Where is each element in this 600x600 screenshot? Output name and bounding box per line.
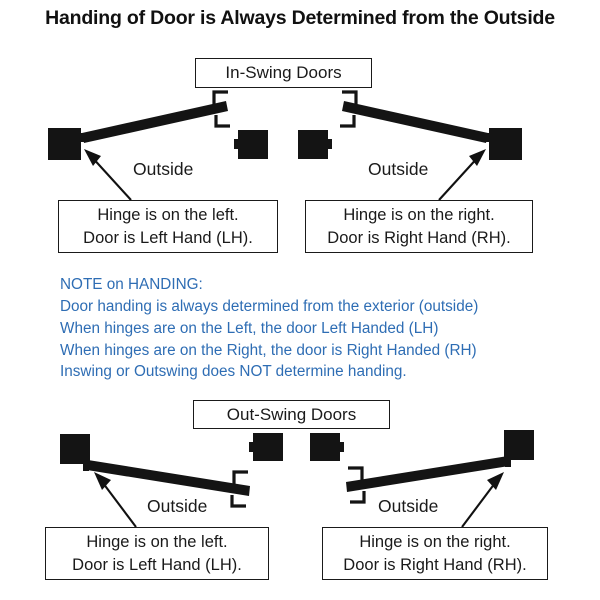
inswing-left-hinge-jamb — [48, 128, 81, 160]
inswing-left-outside-label: Outside — [133, 159, 194, 179]
inswing-left-latch-bracket-bottom — [214, 115, 230, 128]
inswing-center-jamb-right — [298, 130, 328, 159]
outswing-left-latch-bracket-bottom — [230, 495, 246, 508]
inswing-right-outside-label: Outside — [368, 159, 429, 179]
outswing-right-callout-line1: Hinge is on the right. — [359, 532, 511, 551]
outswing-header-label: Out-Swing Doors — [226, 404, 357, 424]
inswing-center-jambs — [234, 130, 332, 159]
outswing-center-jamb-left — [253, 433, 283, 461]
outswing-right-door-panel — [346, 456, 509, 492]
outswing-left-hinge-jamb — [60, 434, 90, 464]
outswing-right-callout-line2: Door is Right Hand (RH). — [343, 555, 527, 574]
outswing-left-callout-line1: Hinge is on the left. — [86, 532, 228, 551]
note-line-2: When hinges are on the Left, the door Le… — [60, 319, 439, 337]
inswing-left-callout-line1: Hinge is on the left. — [97, 205, 239, 224]
outswing-center-jamb-right-nub — [339, 442, 344, 452]
inswing-right-leader-arrowhead — [469, 149, 486, 166]
inswing-right-callout-box: Hinge is on the right. Door is Right Han… — [305, 200, 533, 253]
outswing-header-box: Out-Swing Doors — [193, 400, 390, 429]
outswing-left-outside-label: Outside — [147, 496, 208, 516]
outswing-right-leader-line — [461, 478, 499, 528]
page-title: Handing of Door is Always Determined fro… — [45, 7, 555, 29]
note-heading: NOTE on HANDING: — [60, 276, 203, 293]
inswing-right-door — [340, 90, 522, 201]
inswing-left-leader-arrowhead — [84, 149, 101, 166]
outswing-left-hinge-pin — [83, 462, 89, 471]
inswing-header-label: In-Swing Doors — [225, 63, 342, 82]
inswing-left-door — [48, 90, 230, 201]
inswing-center-jamb-right-nub — [327, 139, 332, 149]
outswing-right-door — [346, 430, 534, 528]
outswing-left-leader-arrowhead — [94, 472, 111, 490]
handing-note-block: NOTE on HANDING: Door handing is always … — [60, 274, 560, 383]
outswing-left-callout-box: Hinge is on the left. Door is Left Hand … — [45, 527, 269, 580]
inswing-left-callout-line2: Door is Left Hand (LH). — [83, 228, 253, 247]
outswing-center-jamb-left-nub — [249, 442, 254, 452]
outswing-right-latch-bracket-bottom — [350, 491, 366, 504]
inswing-right-latch-bracket-bottom — [340, 115, 356, 128]
outswing-center-jamb-right — [310, 433, 340, 461]
inswing-right-latch-bracket-top — [342, 90, 358, 104]
inswing-right-hinge-jamb — [489, 128, 522, 160]
inswing-left-leader-line — [89, 154, 132, 201]
inswing-right-callout-line2: Door is Right Hand (RH). — [327, 228, 511, 247]
outswing-right-leader-arrowhead — [487, 472, 504, 490]
outswing-left-callout-line2: Door is Left Hand (LH). — [72, 555, 242, 574]
inswing-right-callout-line1: Hinge is on the right. — [343, 205, 495, 224]
outswing-right-latch-bracket-top — [348, 466, 364, 480]
inswing-left-callout-box: Hinge is on the left. Door is Left Hand … — [58, 200, 278, 253]
inswing-right-door-panel — [342, 101, 488, 143]
inswing-right-leader-line — [438, 154, 481, 201]
outswing-left-latch-bracket-top — [232, 470, 248, 484]
note-line-1: Door handing is always determined from t… — [60, 297, 479, 315]
inswing-left-door-panel — [82, 101, 228, 143]
inswing-center-jamb-left-nub — [234, 139, 239, 149]
outswing-left-leader-line — [99, 478, 137, 528]
outswing-center-jambs — [249, 433, 344, 461]
outswing-right-hinge-jamb — [504, 430, 534, 460]
inswing-header-box: In-Swing Doors — [195, 58, 372, 88]
inswing-center-jamb-left — [238, 130, 268, 159]
inswing-right-hinge-pin — [486, 133, 491, 142]
outswing-left-door-panel — [87, 460, 250, 496]
outswing-right-outside-label: Outside — [378, 496, 439, 516]
inswing-left-latch-bracket-top — [212, 90, 228, 104]
note-line-4: Inswing or Outswing does NOT determine h… — [60, 363, 407, 381]
outswing-right-callout-box: Hinge is on the right. Door is Right Han… — [322, 527, 548, 580]
outswing-left-door — [60, 434, 250, 528]
inswing-left-hinge-pin — [79, 133, 84, 142]
note-line-3: When hinges are on the Right, the door i… — [60, 341, 477, 359]
